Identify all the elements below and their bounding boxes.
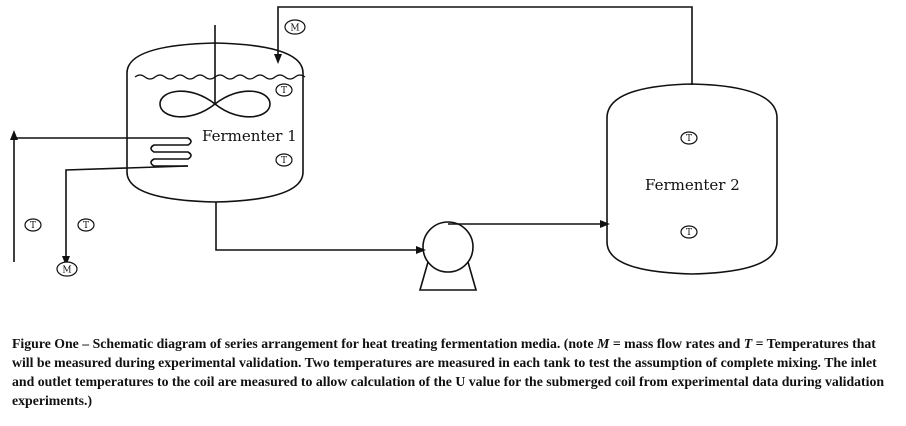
temp-label-coil-outlet: T — [83, 221, 89, 231]
temp-label-f1-bottom: T — [281, 156, 287, 166]
arrow-return — [274, 54, 282, 64]
fermenter1-label: Fermenter 1 — [202, 127, 297, 145]
temp-sensor-f2-top — [680, 131, 698, 145]
return-line — [277, 6, 693, 85]
caption-part1: Figure One – Schematic diagram of series… — [12, 336, 598, 351]
caption-m-symbol: M — [597, 336, 610, 351]
temp-sensor-coil-inlet — [24, 218, 42, 232]
arrow-fermenter2-in — [600, 220, 610, 228]
coil-inlet-line — [13, 137, 154, 262]
heating-coil — [150, 137, 192, 167]
pump-casing — [422, 221, 474, 273]
arrow-inlet — [10, 130, 18, 140]
liquid-surface — [134, 74, 306, 80]
mass-flow-sensor-coil — [56, 261, 78, 277]
arrow-outlet — [62, 256, 70, 266]
temp-sensor-f1-top — [275, 83, 293, 97]
temp-label-f2-top: T — [686, 134, 692, 144]
caption-part3: = Temperatures that will be measured dur… — [12, 336, 885, 408]
mass-flow-sensor-return-label: M — [290, 24, 299, 34]
temp-label-f2-bottom: T — [686, 228, 692, 238]
fermenter2-label: Fermenter 2 — [645, 176, 740, 194]
schematic-diagram: M M T T T T T T Fermenter 1 Fermenter 2 — [10, 6, 778, 291]
fermenter1-vessel — [126, 42, 304, 203]
caption-part2: = mass flow rates and — [609, 336, 744, 351]
pump-base — [418, 261, 478, 291]
fermenter1-outlet-line — [215, 202, 420, 251]
temp-label-f1-top: T — [281, 86, 287, 96]
mass-flow-sensor-return — [284, 19, 306, 35]
coil-outlet-line — [65, 165, 189, 258]
mass-flow-sensor-coil-label: M — [62, 266, 71, 276]
temp-sensor-f1-bottom — [275, 153, 293, 167]
temp-sensor-coil-outlet — [77, 218, 95, 232]
impeller — [159, 90, 271, 118]
caption-t-symbol: T — [743, 336, 753, 351]
arrow-pump-in — [416, 246, 426, 254]
temp-sensor-f2-bottom — [680, 225, 698, 239]
temp-label-coil-inlet: T — [30, 221, 36, 231]
figure-caption: Figure One – Schematic diagram of series… — [12, 334, 897, 410]
fermenter2-vessel — [606, 83, 778, 275]
